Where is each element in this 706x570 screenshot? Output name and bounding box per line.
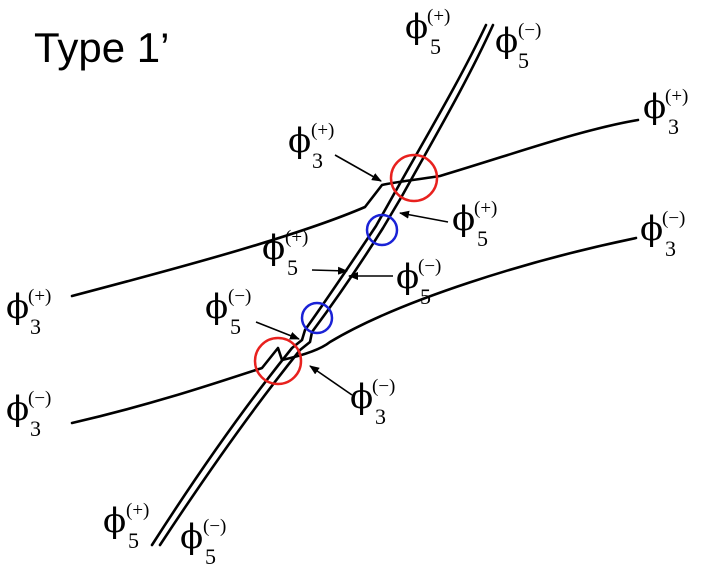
arrow-phi5-minus-left: [255, 321, 300, 340]
arrow-phi3-minus: [309, 365, 353, 396]
svg-text:(−): (−): [228, 286, 251, 307]
label-phi5-minus-mid: ϕ (−) 5: [396, 256, 441, 309]
svg-text:5: 5: [518, 48, 529, 73]
svg-text:(−): (−): [372, 376, 395, 397]
svg-text:(−): (−): [28, 388, 51, 409]
svg-text:3: 3: [375, 404, 386, 429]
crossing-circle-lower-red: [253, 336, 303, 386]
svg-text:(+): (+): [285, 227, 308, 248]
svg-text:5: 5: [477, 226, 488, 251]
label-phi5-minus-top: ϕ (−) 5: [495, 20, 541, 73]
svg-text:(−): (−): [418, 256, 441, 277]
label-phi3-minus-left: ϕ (−) 3: [6, 388, 51, 441]
svg-text:(+): (+): [474, 198, 497, 219]
svg-text:(+): (+): [665, 86, 688, 107]
label-phi5-plus-mid: ϕ (+) 5: [262, 227, 308, 280]
svg-text:ϕ: ϕ: [6, 389, 29, 429]
svg-text:ϕ: ϕ: [495, 21, 518, 61]
label-phi3-plus-right: ϕ (+) 3: [643, 86, 688, 139]
phi3-minus-curve: [70, 236, 638, 425]
svg-text:ϕ: ϕ: [350, 377, 373, 417]
svg-text:ϕ: ϕ: [288, 121, 311, 161]
svg-text:3: 3: [30, 416, 41, 441]
phi5-minus-line: [158, 23, 495, 547]
label-phi5-minus-left: ϕ (−) 5: [205, 286, 251, 339]
svg-text:ϕ: ϕ: [452, 199, 475, 239]
arrow-phi5-plus-mid: [311, 266, 348, 275]
svg-text:5: 5: [230, 314, 241, 339]
phi5-plus-line: [150, 23, 488, 547]
svg-text:(−): (−): [518, 20, 541, 41]
crossing-circle-lower-blue: [300, 301, 334, 335]
label-phi5-plus-right: ϕ (+) 5: [452, 198, 497, 251]
svg-text:ϕ: ϕ: [6, 287, 29, 327]
svg-text:ϕ: ϕ: [643, 87, 666, 127]
label-phi5-minus-bottom: ϕ (−) 5: [180, 516, 226, 569]
diagram-title: Type 1’: [34, 24, 169, 71]
svg-text:ϕ: ϕ: [205, 287, 228, 327]
label-phi3-minus-lower: ϕ (−) 3: [350, 376, 395, 429]
svg-text:ϕ: ϕ: [103, 501, 126, 541]
svg-text:3: 3: [668, 114, 679, 139]
svg-text:(+): (+): [427, 6, 450, 27]
crossing-circle-upper-blue: [365, 213, 399, 247]
crossing-circle-upper-red: [389, 153, 439, 203]
svg-text:(−): (−): [203, 516, 226, 537]
label-phi5-plus-top: ϕ (+) 5: [405, 6, 450, 59]
svg-text:(+): (+): [126, 500, 149, 521]
svg-text:(+): (+): [28, 286, 51, 307]
svg-text:ϕ: ϕ: [640, 209, 663, 249]
svg-text:3: 3: [30, 314, 41, 339]
arrow-phi3-plus: [334, 154, 382, 182]
svg-text:3: 3: [312, 148, 323, 173]
svg-text:5: 5: [128, 528, 139, 553]
svg-text:5: 5: [205, 544, 216, 569]
svg-text:3: 3: [665, 236, 676, 261]
label-phi3-minus-right: ϕ (−) 3: [640, 208, 685, 261]
svg-text:ϕ: ϕ: [396, 257, 419, 297]
label-phi3-plus-center: ϕ (+) 3: [288, 120, 334, 173]
svg-text:(−): (−): [662, 208, 685, 229]
arrow-phi5-plus-right: [399, 210, 449, 223]
svg-text:5: 5: [430, 34, 441, 59]
svg-text:ϕ: ϕ: [262, 228, 285, 268]
svg-text:(+): (+): [311, 120, 334, 141]
label-phi5-plus-bottom: ϕ (+) 5: [103, 500, 149, 553]
svg-text:ϕ: ϕ: [405, 7, 428, 47]
svg-text:5: 5: [420, 284, 431, 309]
phi3-plus-curve: [70, 118, 640, 298]
label-phi3-plus-left: ϕ (+) 3: [6, 286, 51, 339]
svg-text:5: 5: [287, 255, 298, 280]
svg-text:ϕ: ϕ: [180, 517, 203, 557]
